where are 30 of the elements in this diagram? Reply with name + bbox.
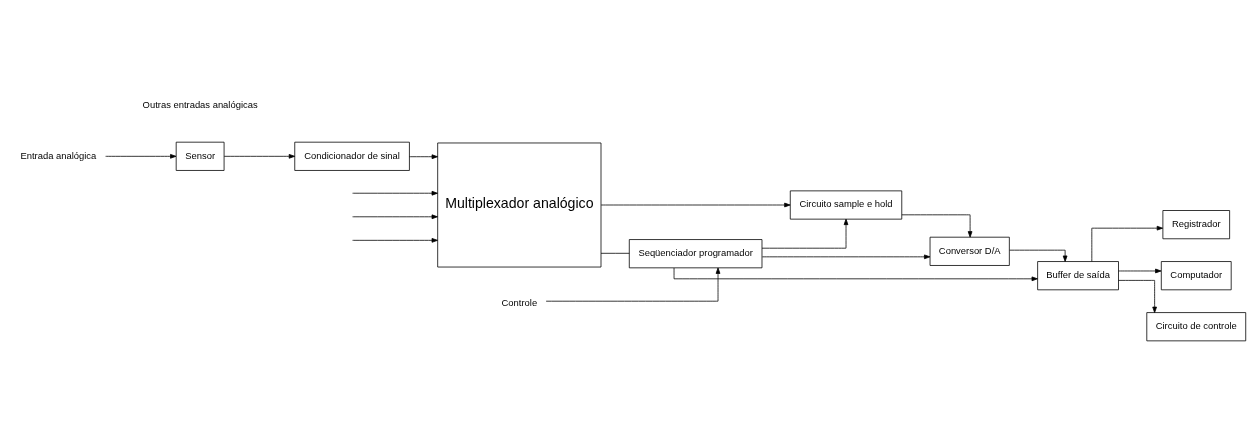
label: Outras entradas analógicas xyxy=(142,98,258,110)
node-box: Sensor xyxy=(175,141,225,171)
arrow xyxy=(761,254,931,260)
node-box: Seqüenciador programador xyxy=(628,239,763,269)
arrow xyxy=(352,238,438,243)
node-box: Buffer de saída xyxy=(1037,261,1119,291)
node-text: Controle xyxy=(501,297,538,309)
arrow xyxy=(409,154,438,160)
node-text: Entrada analógica xyxy=(20,149,97,161)
node-box: Condicionador de sinal xyxy=(294,141,410,171)
arrow xyxy=(1091,225,1164,262)
arrow xyxy=(352,190,438,196)
arrow xyxy=(673,267,1038,282)
node-box: Conversor D/A xyxy=(929,236,1010,266)
arrow xyxy=(901,214,973,238)
arrow xyxy=(545,267,721,302)
arrow xyxy=(1009,249,1068,262)
arrow xyxy=(600,202,791,208)
arrow xyxy=(761,218,849,249)
arrow xyxy=(352,214,438,220)
node-box: Computador xyxy=(1160,261,1232,291)
connector xyxy=(600,252,630,254)
arrow xyxy=(1118,280,1157,313)
arrow xyxy=(105,154,177,159)
arrow xyxy=(1118,268,1162,274)
node-box: Circuito sample e hold xyxy=(789,190,903,220)
node-box: Circuito de controle xyxy=(1146,312,1247,342)
node-box: Registrador xyxy=(1162,210,1231,240)
arrow xyxy=(223,154,296,159)
node-box: Multiplexador analógico xyxy=(437,142,602,268)
